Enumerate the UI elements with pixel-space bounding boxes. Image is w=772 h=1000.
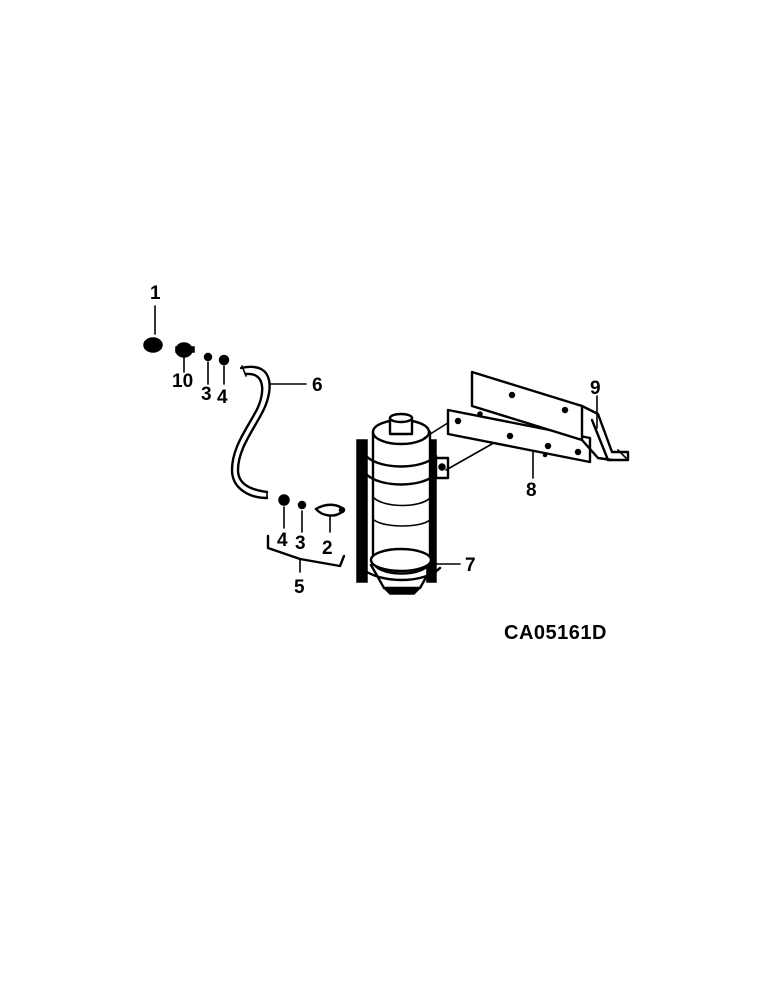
callout-2: 2: [322, 538, 333, 559]
drawing-code: CA05161D: [504, 622, 607, 644]
callout-7: 7: [465, 555, 476, 576]
part-2-clamp: [314, 503, 346, 517]
callout-8: 8: [526, 480, 537, 501]
part-6-hose: [230, 365, 271, 500]
part-4-upper: [218, 354, 230, 366]
callout-9: 9: [590, 378, 601, 399]
callout-6: 6: [312, 375, 323, 396]
part-7-canister: [356, 412, 450, 595]
part-4-lower: [278, 494, 290, 506]
part-3-upper: [203, 352, 213, 362]
callout-5: 5: [294, 577, 305, 598]
part-1-fitting: [143, 337, 163, 353]
part-9-support: [470, 370, 630, 462]
callout-3-lower: 3: [295, 533, 306, 554]
callout-3-upper: 3: [201, 384, 212, 405]
part-10-connector: [175, 342, 195, 358]
callout-4-upper: 4: [217, 387, 228, 408]
kit-5-bracket: [266, 534, 346, 573]
part-3-lower: [297, 500, 307, 510]
callout-1: 1: [150, 283, 161, 304]
callout-10: 10: [172, 371, 193, 392]
callout-4-lower: 4: [277, 530, 288, 551]
part-8-bracket: [446, 408, 592, 464]
